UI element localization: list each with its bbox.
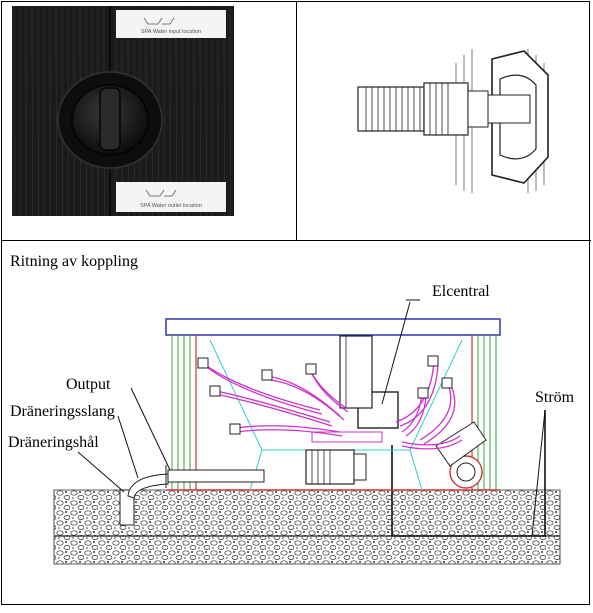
pump-right — [435, 421, 487, 489]
label-output: Output — [66, 376, 111, 393]
drain-hose — [127, 473, 169, 499]
sticker-bottom-text: SPA Water outlet location — [140, 203, 202, 209]
pump-left — [305, 449, 367, 485]
drain-hole — [119, 489, 135, 526]
spa-photo: SPA Water input location SPA Water outle… — [12, 6, 234, 216]
label-strom: Ström — [535, 389, 575, 406]
outlet-pipe — [167, 469, 265, 483]
divider-vertical — [296, 1, 297, 241]
heater — [339, 335, 373, 409]
drain-cap-handle — [99, 87, 121, 151]
label-elcentral: Elcentral — [432, 283, 490, 300]
sticker-top-text: SPA Water input location — [141, 29, 201, 35]
connection-drawing — [0, 240, 593, 608]
hose-connector-drawing — [352, 45, 562, 193]
label-draneringshal: Dräneringshål — [8, 434, 99, 451]
drawing-title: Ritning av koppling — [10, 253, 138, 270]
spa-top-rim — [165, 318, 501, 336]
figure-frame — [1, 1, 590, 605]
label-draneringsslang: Dräneringsslang — [10, 403, 115, 420]
